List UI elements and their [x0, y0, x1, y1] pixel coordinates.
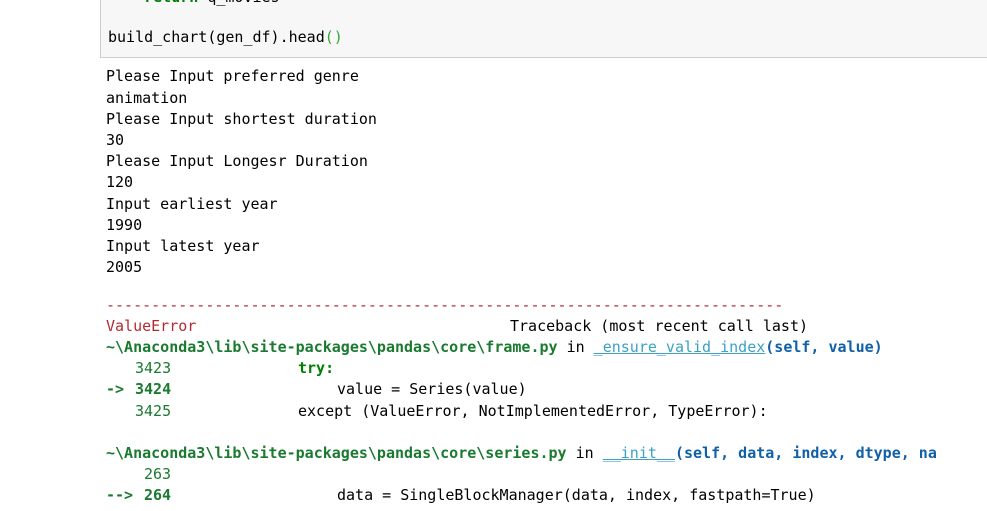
- frame-line: 263: [144, 465, 172, 483]
- traceback-header: Traceback (most recent call last): [510, 317, 809, 335]
- frame-func[interactable]: _ensure_valid_index: [593, 338, 766, 356]
- stdout-line: animation: [106, 89, 188, 107]
- stdout-line: Please Input Longesr Duration: [106, 152, 368, 170]
- current-line-arrow: ->: [106, 380, 134, 398]
- code-cell-input[interactable]: return q_movies build_chart(gen_df).head…: [100, 0, 987, 58]
- stdout-line: Input earliest year: [106, 195, 278, 213]
- frame-header: ~\Anaconda3\lib\site-packages\pandas\cor…: [106, 444, 937, 462]
- error-type: ValueError: [106, 317, 197, 335]
- current-line-arrow: -->: [106, 486, 143, 504]
- frame-args: (self, value): [765, 338, 883, 356]
- stdout-line: 120: [106, 173, 134, 191]
- stdout-line: Please Input shortest duration: [106, 110, 377, 128]
- code-line-return: return q_movies: [108, 0, 279, 8]
- frame-path: ~\Anaconda3\lib\site-packages\pandas\cor…: [106, 338, 558, 356]
- frame-args: (self, data, index, dtype, na: [674, 444, 937, 462]
- frame-path: ~\Anaconda3\lib\site-packages\pandas\cor…: [106, 444, 567, 462]
- stdout-line: Please Input preferred genre: [106, 67, 359, 85]
- traceback-separator: ----------------------------------------…: [106, 296, 784, 314]
- stdout-line: 2005: [106, 258, 143, 276]
- frame-func[interactable]: __init__: [602, 444, 675, 462]
- stdout-line: 30: [106, 131, 125, 149]
- stdout-line: 1990: [106, 216, 143, 234]
- frame-header: ~\Anaconda3\lib\site-packages\pandas\cor…: [106, 338, 883, 356]
- code-line-call: build_chart(gen_df).head(): [108, 28, 343, 46]
- traceback-header-row: ValueError Traceback (most recent call la…: [106, 316, 808, 337]
- stdout-line: Input latest year: [106, 237, 260, 255]
